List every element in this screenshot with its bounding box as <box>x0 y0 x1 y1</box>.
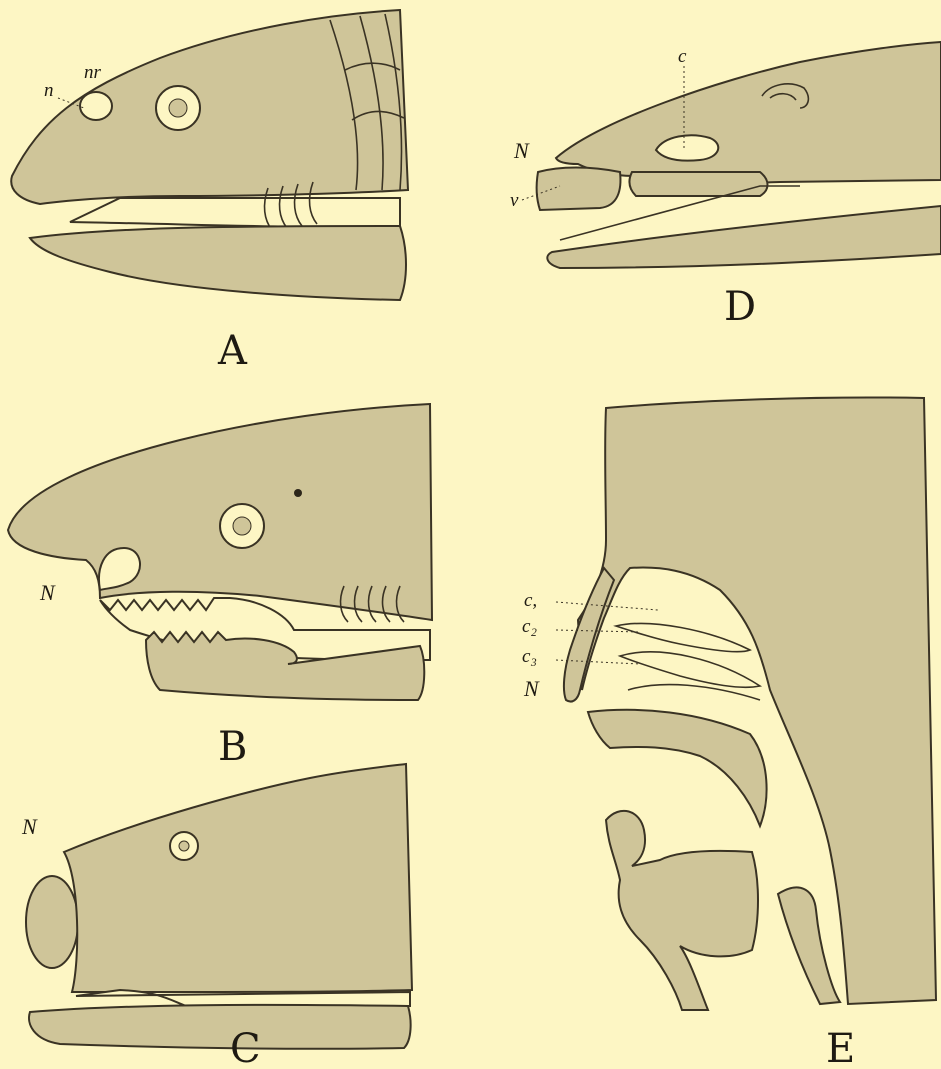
caption-b: B <box>218 724 247 770</box>
caption-c: C <box>230 1026 261 1069</box>
label-e-c1: c, <box>524 590 537 611</box>
label-e-c3: c₃ <box>522 646 537 667</box>
panel-a-shark-head: n nr A <box>11 10 408 374</box>
panel-c-shark-head: N C <box>21 764 412 1069</box>
label-b-N: N <box>39 580 56 605</box>
caption-e: E <box>826 1026 855 1069</box>
panel-d-head: c N v D <box>510 42 941 330</box>
label-e-N: N <box>523 676 540 701</box>
label-a-nr: nr <box>84 62 102 83</box>
label-a-n: n <box>44 80 54 101</box>
panel-c-snout-flap <box>26 876 78 968</box>
panel-a-nostril <box>80 92 112 120</box>
label-d-v: v <box>510 190 519 211</box>
label-c-N: N <box>21 814 38 839</box>
panel-e-sagittal-section: c, c₂ c₃ N E <box>522 397 936 1069</box>
label-d-c: c <box>678 46 687 67</box>
label-d-N: N <box>513 138 530 163</box>
caption-a: A <box>217 328 248 374</box>
caption-d: D <box>724 284 756 330</box>
panel-b-shark-head: N B <box>8 404 432 770</box>
label-e-c2: c₂ <box>522 616 537 637</box>
